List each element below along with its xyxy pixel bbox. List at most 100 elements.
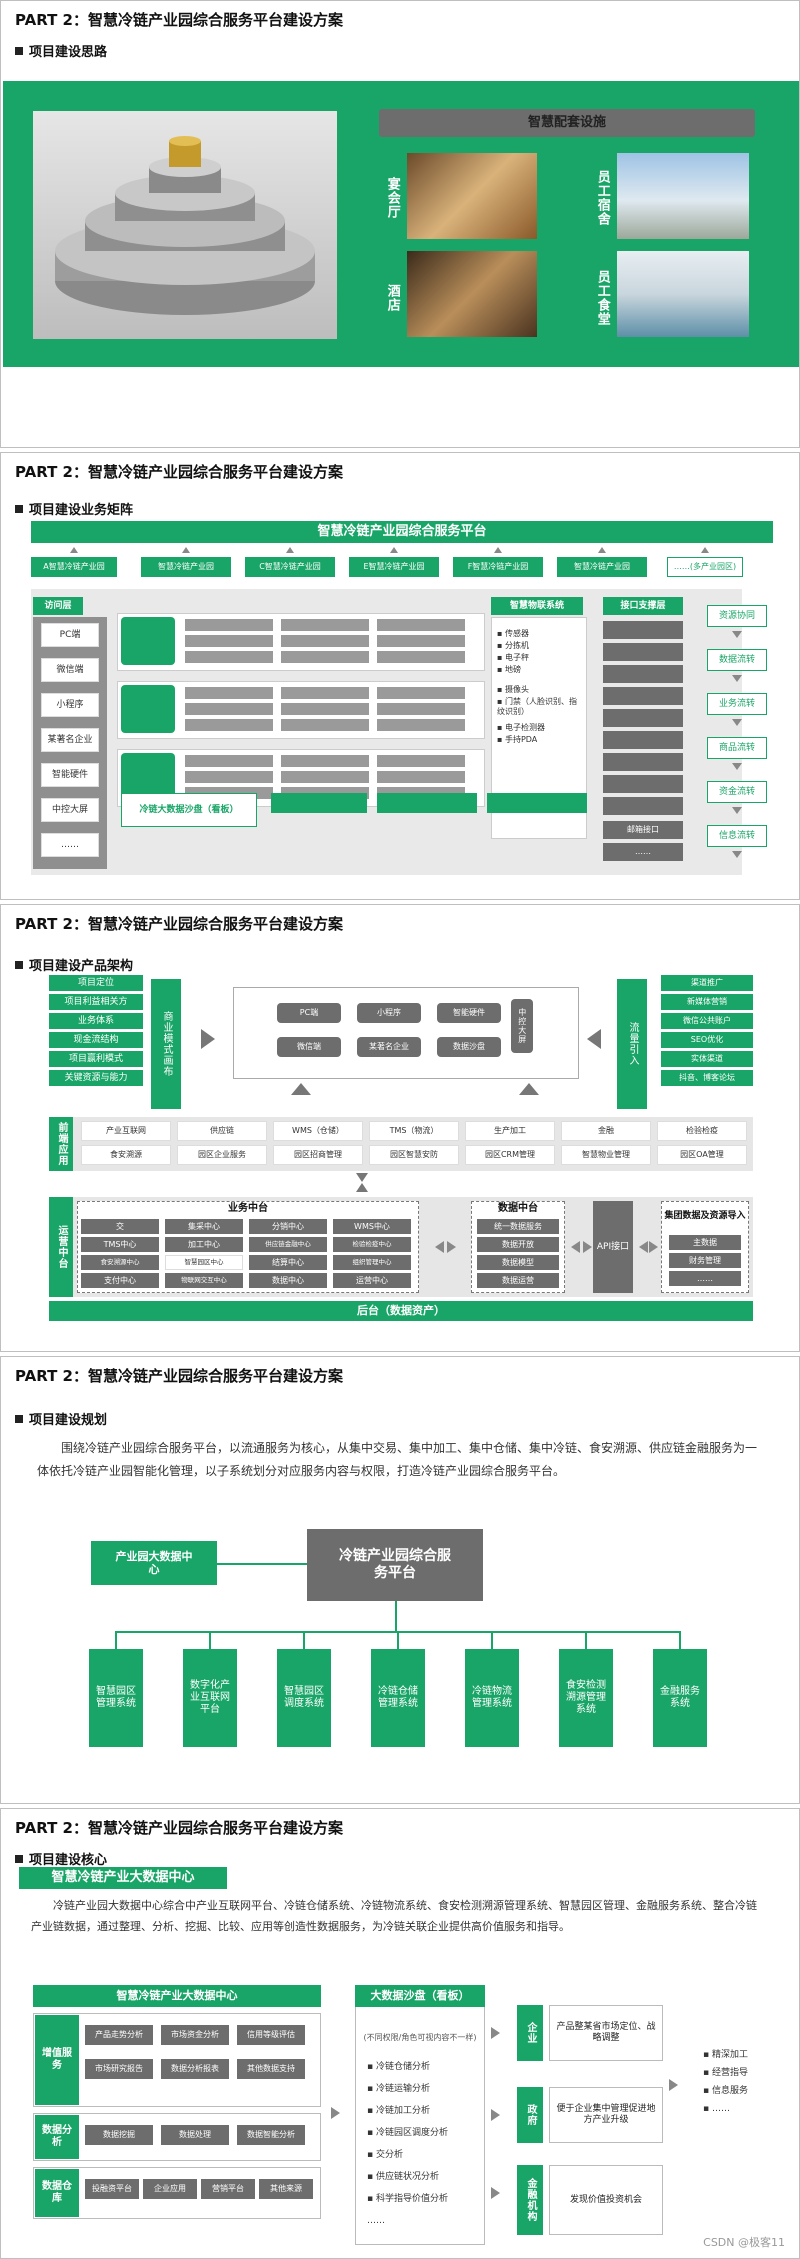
group-item: …… bbox=[669, 1271, 741, 1286]
arrow-right-icon bbox=[491, 2109, 500, 2121]
iface-title: 接口支撑层 bbox=[603, 597, 683, 615]
front-app: 园区OA管理 bbox=[657, 1145, 747, 1165]
biz-item: 食安溯源中心 bbox=[81, 1255, 159, 1270]
access-title: 访问层 bbox=[33, 597, 83, 615]
arrow-right-icon bbox=[649, 1241, 658, 1253]
arrow-left-icon bbox=[587, 1029, 601, 1049]
arrow-right-icon bbox=[491, 2027, 500, 2039]
front-app: 金融 bbox=[561, 1121, 651, 1141]
system-box: 金融服务系统 bbox=[653, 1649, 707, 1747]
system-box: 冷链仓储管理系统 bbox=[371, 1649, 425, 1747]
biz-item: 加工中心 bbox=[165, 1237, 243, 1252]
front-app: WMS（仓储） bbox=[273, 1121, 363, 1141]
arrow-right-icon bbox=[447, 1241, 456, 1253]
park-item: F智慧冷链产业园 bbox=[453, 557, 543, 577]
banquet-photo bbox=[407, 153, 537, 239]
access-item: 智能硬件 bbox=[41, 763, 99, 787]
flow-item: 商品流转 bbox=[707, 737, 767, 759]
arrow-up-icon bbox=[286, 547, 294, 553]
bigdata-bar-3 bbox=[487, 793, 587, 813]
arrow-down-icon bbox=[732, 719, 742, 726]
row-item: 数据挖掘 bbox=[85, 2125, 153, 2145]
bigdata-bar-1 bbox=[271, 793, 367, 813]
label-hotel: 酒店 bbox=[384, 284, 400, 312]
biz-item: 运营中心 bbox=[333, 1273, 411, 1288]
biz-item: 交 bbox=[81, 1219, 159, 1234]
placeholder-bar bbox=[185, 755, 273, 767]
row-item: 企业应用 bbox=[143, 2179, 197, 2199]
bizmodel-item: 项目定位 bbox=[49, 975, 143, 991]
iot-item: ▪ 门禁（人脸识别、指纹识别） bbox=[497, 697, 577, 716]
biz-item: 集采中心 bbox=[165, 1219, 243, 1234]
arrow-left-icon bbox=[571, 1241, 580, 1253]
label-canteen: 员工食堂 bbox=[594, 270, 610, 326]
row-item: 数据分析报表 bbox=[161, 2059, 229, 2079]
placeholder-bar bbox=[185, 703, 273, 715]
iot-item: ▪ 手持PDA bbox=[497, 735, 538, 744]
target-text: 便于企业集中管理促进地方产业升级 bbox=[549, 2087, 663, 2143]
canteen-photo bbox=[617, 251, 749, 337]
placeholder-bar bbox=[377, 651, 465, 663]
biz-item: 结算中心 bbox=[249, 1255, 327, 1270]
row-item: 数据处理 bbox=[161, 2125, 229, 2145]
access-item: 某著名企业 bbox=[41, 728, 99, 752]
row-item: 信用等级评估 bbox=[237, 2025, 305, 2045]
arrow-right-icon bbox=[669, 2079, 678, 2091]
section-title: 项目建设核心 bbox=[15, 1849, 107, 1868]
placeholder-bar bbox=[281, 719, 369, 731]
biz-item: 支付中心 bbox=[81, 1273, 159, 1288]
placeholder-bar bbox=[185, 619, 273, 631]
label-dorm: 员工宿舍 bbox=[594, 170, 610, 226]
datacenter-box: 产业园大数据中心 bbox=[91, 1541, 217, 1585]
system-box: 数字化产业互联网平台 bbox=[183, 1649, 237, 1747]
access-item: PC端 bbox=[41, 623, 99, 647]
flow-item: 资金流转 bbox=[707, 781, 767, 803]
placeholder-bar bbox=[377, 703, 465, 715]
gear-icon bbox=[55, 136, 315, 315]
center-app: 小程序 bbox=[357, 1003, 421, 1023]
row-item: 其他数据支持 bbox=[237, 2059, 305, 2079]
iface-slot bbox=[603, 687, 683, 705]
row-label: 增值服务 bbox=[35, 2015, 79, 2105]
park-item: 智慧冷链产业园 bbox=[141, 557, 231, 577]
biz-item: 物联网交互中心 bbox=[165, 1273, 243, 1288]
target-text: 发现价值投资机会 bbox=[549, 2165, 663, 2235]
flow-item: 资源协同 bbox=[707, 605, 767, 627]
biz-item: 组织管理中心 bbox=[333, 1255, 411, 1270]
traffic-vertical: 流量引入 bbox=[617, 979, 647, 1109]
part-header: PART 2：智慧冷链产业园综合服务平台建设方案 bbox=[15, 11, 343, 29]
bizmodel-item: 项目赢利模式 bbox=[49, 1051, 143, 1067]
traffic-item: 抖音、博客论坛 bbox=[661, 1070, 753, 1086]
center-app: 微信端 bbox=[277, 1037, 341, 1057]
bizmodel-item: 业务体系 bbox=[49, 1013, 143, 1029]
bigdata-box: 冷链大数据沙盘（看板） bbox=[121, 793, 257, 827]
center-app: 某著名企业 bbox=[357, 1037, 421, 1057]
iface-item: …… bbox=[603, 843, 683, 861]
park-item: ……(多产业园区) bbox=[667, 557, 743, 577]
arrow-up-icon bbox=[356, 1183, 368, 1192]
connector-line bbox=[217, 1563, 307, 1565]
sandbox-frame bbox=[355, 1985, 485, 2245]
arrow-down-icon bbox=[732, 851, 742, 858]
data-title: 数据中台 bbox=[498, 1203, 538, 1214]
iot-item: ▪ 电子秤 bbox=[497, 653, 529, 662]
biz-item: WMS中心 bbox=[333, 1219, 411, 1234]
connector-line bbox=[115, 1631, 117, 1649]
arrow-up-icon bbox=[519, 1083, 539, 1095]
placeholder-bar bbox=[281, 687, 369, 699]
connector-line bbox=[491, 1631, 493, 1649]
traffic-item: SEO优化 bbox=[661, 1032, 753, 1048]
center-block-icon bbox=[121, 685, 175, 733]
section-2: PART 2：智慧冷链产业园综合服务平台建设方案 项目建设业务矩阵 智慧冷链产业… bbox=[0, 452, 800, 900]
front-app: TMS（物流） bbox=[369, 1121, 459, 1141]
hotel-photo bbox=[407, 251, 537, 337]
iface-slot bbox=[603, 753, 683, 771]
front-app: 产业互联网 bbox=[81, 1121, 171, 1141]
row-item: 市场资金分析 bbox=[161, 2025, 229, 2045]
center-app: 智能硬件 bbox=[437, 1003, 501, 1023]
target-text: 产品整某省市场定位、战略调整 bbox=[549, 2005, 663, 2061]
target-label: 金融机构 bbox=[517, 2165, 543, 2235]
section-title: 项目建设业务矩阵 bbox=[15, 499, 133, 518]
placeholder-bar bbox=[281, 635, 369, 647]
